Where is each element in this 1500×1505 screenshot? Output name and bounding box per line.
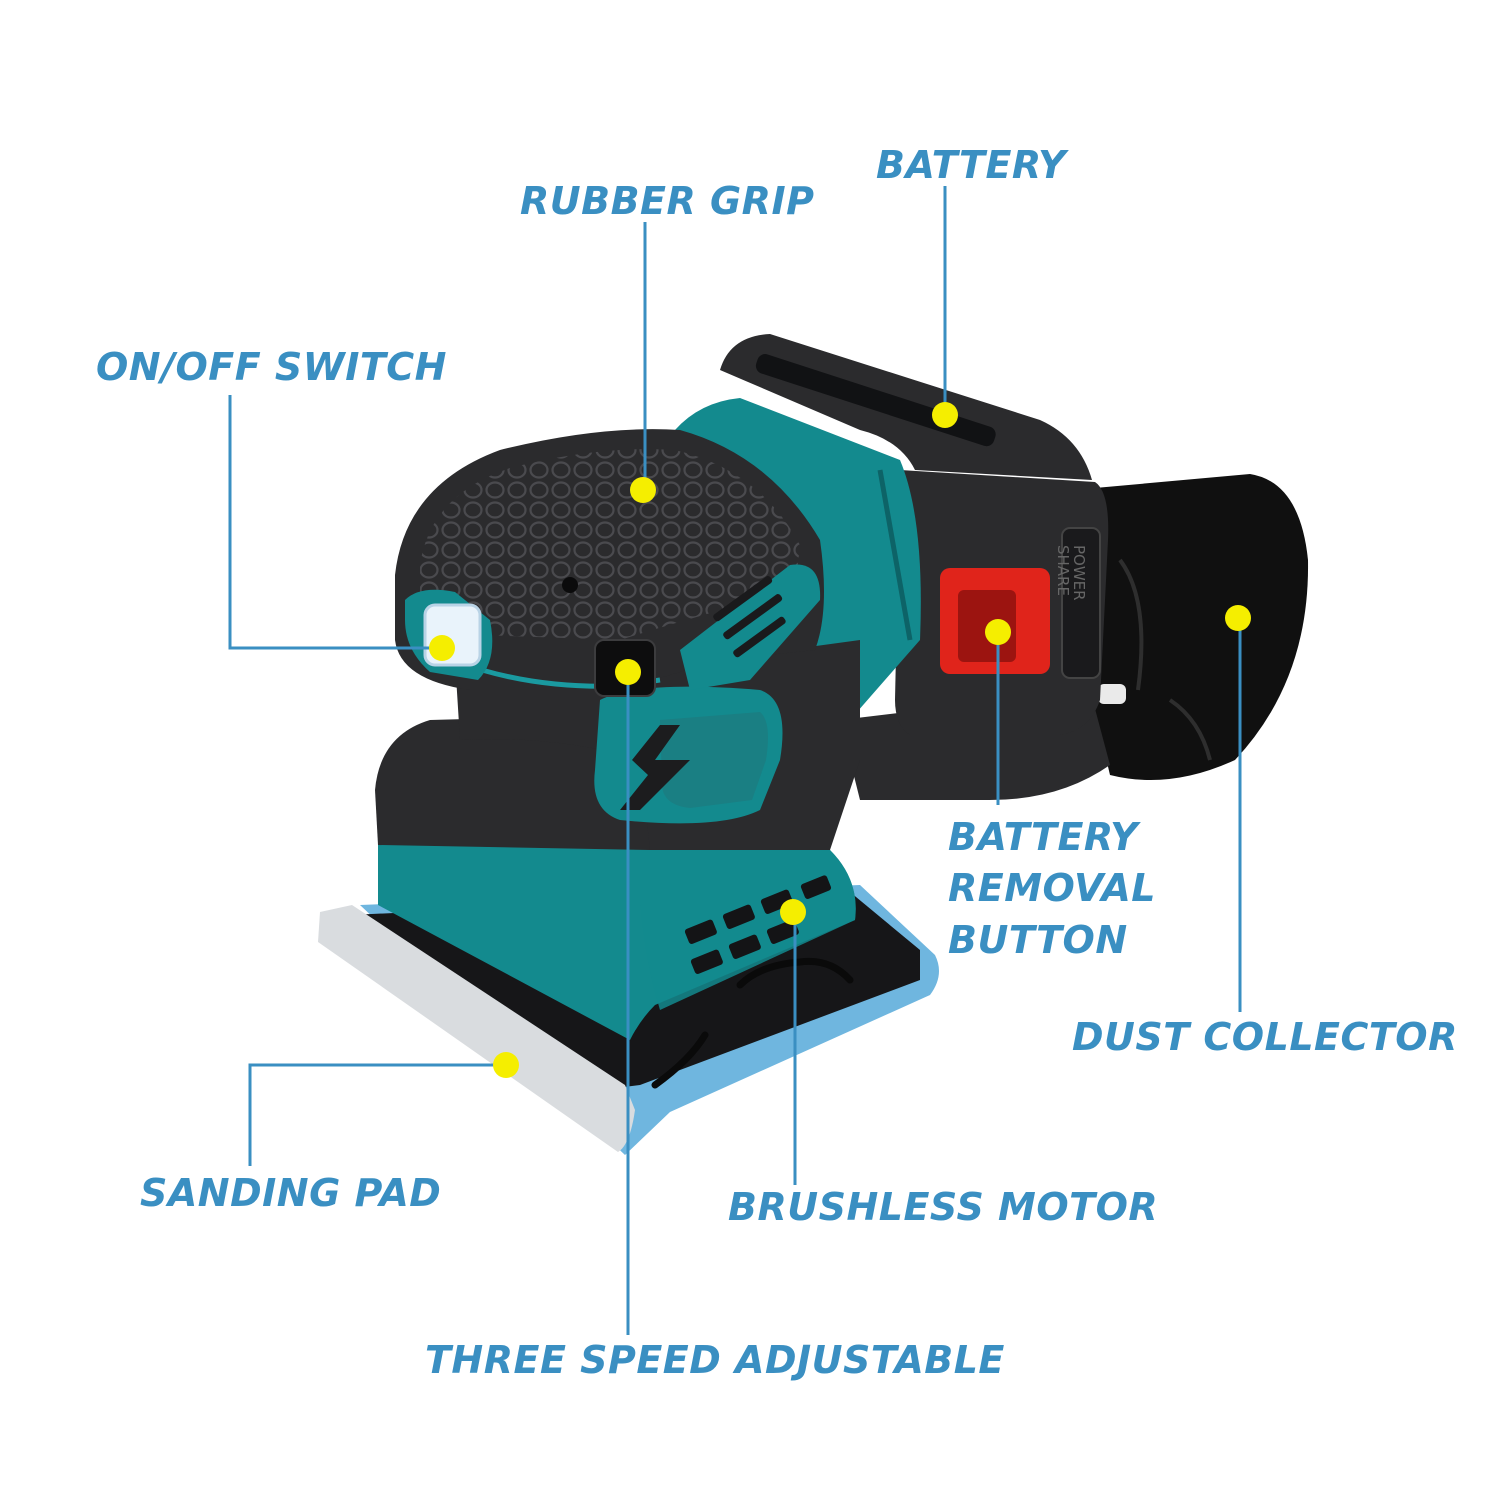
- leader-on-off-switch: [228, 395, 442, 650]
- side-panel-inset: [660, 712, 768, 808]
- lower-block: [375, 715, 660, 850]
- label-on-off-switch: ON/OFF SWITCH: [96, 345, 447, 389]
- hotspot-dots: [429, 402, 1251, 1078]
- power-share-panel: [1061, 527, 1101, 679]
- label-three-speed-adjustable: THREE SPEED ADJUSTABLE: [425, 1338, 1005, 1382]
- dust-collector-bag: [1090, 474, 1309, 780]
- screw-hole: [562, 577, 578, 593]
- label-dust-collector: DUST COLLECTOR: [1072, 1015, 1458, 1059]
- dot-on-off-switch: [429, 635, 455, 661]
- dot-dust-collector: [1225, 605, 1251, 631]
- dust-bag-clip: [1098, 684, 1126, 704]
- side-vent-frame: [680, 564, 821, 690]
- label-battery: BATTERY: [876, 143, 1067, 187]
- motor-vents: [684, 875, 832, 974]
- leader-sanding-pad: [248, 1063, 506, 1166]
- label-sanding-pad: SANDING PAD: [140, 1171, 442, 1215]
- sandpaper-sheet: [318, 905, 635, 1152]
- dot-brushless-motor: [780, 899, 806, 925]
- grip-texture: [420, 449, 800, 640]
- dot-rubber-grip: [630, 477, 656, 503]
- label-rubber-grip: RUBBER GRIP: [520, 179, 815, 223]
- lightning-mark: [620, 725, 690, 810]
- dot-three-speed: [615, 659, 641, 685]
- leader-lines: [228, 186, 1242, 1335]
- dot-sanding-pad: [493, 1052, 519, 1078]
- label-brushless-motor: BRUSHLESS MOTOR: [728, 1185, 1159, 1229]
- side-vent-slots: [713, 576, 786, 658]
- dot-battery: [932, 402, 958, 428]
- teal-connector-edge: [877, 469, 913, 641]
- sandpaper-clamp: [651, 957, 854, 1089]
- dot-battery-removal: [985, 619, 1011, 645]
- label-battery-removal-button: BATTERY REMOVAL BUTTON: [948, 815, 1156, 962]
- dust-bag-fold: [1118, 558, 1212, 761]
- power-share-text: POWER SHARE: [1054, 545, 1088, 605]
